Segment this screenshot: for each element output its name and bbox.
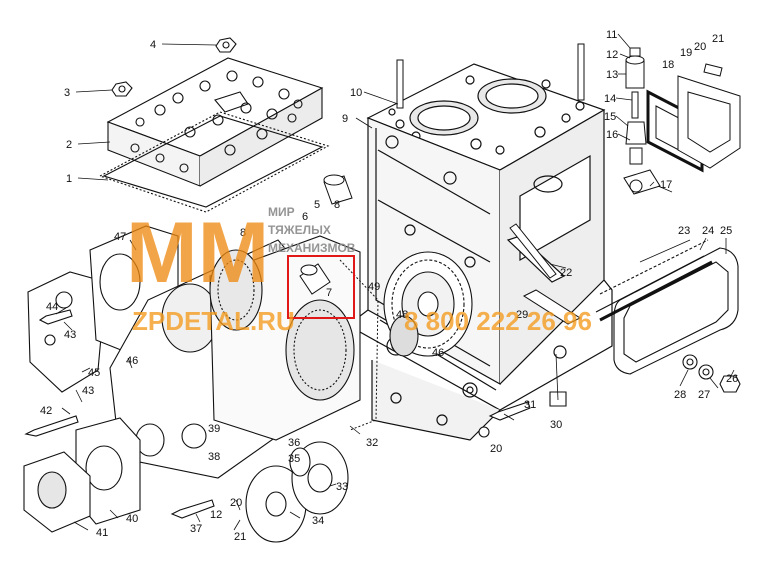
- callout-3: 3: [64, 87, 70, 99]
- logo-line-2: ТЯЖЕЛЫХ: [268, 223, 331, 237]
- gasket-32: [339, 259, 379, 431]
- callout-26: 26: [726, 373, 738, 385]
- callout-15: 15: [604, 111, 616, 123]
- callout-29: 29: [516, 309, 528, 321]
- callout-25: 25: [720, 225, 732, 237]
- side-cover: [595, 239, 739, 375]
- front-cover-plates: [27, 225, 361, 479]
- callout-47: 47: [114, 231, 126, 243]
- lower-parts: [23, 309, 741, 543]
- leader-lines: [55, 33, 735, 531]
- callout-20-c: 20: [490, 443, 502, 455]
- callout-18: 18: [662, 59, 674, 71]
- callout-16: 16: [606, 129, 618, 141]
- fitting-5: [323, 174, 353, 205]
- callout-40: 40: [126, 513, 138, 525]
- push-rod: [509, 223, 582, 325]
- callout-42: 42: [40, 405, 52, 417]
- callout-38: 38: [208, 451, 220, 463]
- callout-8: 8: [334, 199, 340, 211]
- callout-5: 5: [314, 199, 320, 211]
- callout-19: 19: [680, 47, 692, 59]
- callout-13: 13: [606, 69, 618, 81]
- callout-35: 35: [288, 453, 300, 465]
- callout-labels: 1 2 3 4 5 6 7 8 8 9 10 11 12 12 13 14 15…: [40, 29, 738, 543]
- watermark-phone: 8 800 222 26 96: [404, 306, 592, 336]
- callout-14: 14: [604, 93, 616, 105]
- callout-2: 2: [66, 139, 72, 151]
- callout-37: 37: [190, 523, 202, 535]
- callout-39: 39: [208, 423, 220, 435]
- callout-43-b: 43: [82, 385, 94, 397]
- callout-45: 45: [88, 367, 100, 379]
- callout-7: 7: [326, 287, 332, 299]
- callout-12-b: 12: [210, 509, 222, 521]
- callout-44: 44: [46, 301, 58, 313]
- watermark-site: ZPDETAL.RU: [132, 306, 295, 336]
- callout-49: 49: [368, 281, 380, 293]
- nut-parts: [111, 37, 237, 97]
- callout-8-b: 8: [240, 227, 246, 239]
- callout-32: 32: [366, 437, 378, 449]
- highlighted-part-7: [299, 263, 331, 295]
- block-studs: [396, 43, 585, 109]
- callout-1: 1: [66, 173, 72, 185]
- timing-gear: [383, 251, 473, 357]
- cylinder-block: [359, 63, 613, 441]
- callout-12: 12: [606, 49, 618, 61]
- callout-6: 6: [302, 211, 308, 223]
- right-small-parts: [623, 47, 741, 195]
- callout-20: 20: [694, 41, 706, 53]
- callout-46: 46: [126, 355, 138, 367]
- callout-43: 43: [64, 329, 76, 341]
- callout-34: 34: [312, 515, 324, 527]
- logo-line-1: МИР: [268, 205, 295, 219]
- callout-21-b: 21: [234, 531, 246, 543]
- callout-9: 9: [342, 113, 348, 125]
- callout-28: 28: [674, 389, 686, 401]
- callout-41: 41: [96, 527, 108, 539]
- logo-line-3: МЕХАНИЗМОВ: [268, 241, 356, 255]
- callout-24: 24: [702, 225, 714, 237]
- callout-36: 36: [288, 437, 300, 449]
- watermark-logo: MM МИР ТЯЖЕЛЫХ МЕХАНИЗМОВ: [126, 205, 356, 301]
- callout-22: 22: [560, 267, 572, 279]
- callout-20-b: 20: [230, 497, 242, 509]
- callout-46-b: 46: [432, 347, 444, 359]
- callout-10: 10: [350, 87, 362, 99]
- callout-30: 30: [550, 419, 562, 431]
- logo-initials: MM: [126, 205, 269, 301]
- callout-27: 27: [698, 389, 710, 401]
- callout-11: 11: [606, 29, 617, 41]
- highlight-box: [287, 255, 355, 319]
- callout-48: 48: [396, 309, 408, 321]
- callout-4: 4: [150, 39, 156, 51]
- callout-21: 21: [712, 33, 724, 45]
- callout-23: 23: [678, 225, 690, 237]
- callout-33: 33: [336, 481, 348, 493]
- callout-31: 31: [524, 399, 536, 411]
- callout-17: 17: [660, 179, 672, 191]
- watermark-band: ZPDETAL.RU 8 800 222 26 96: [132, 306, 592, 336]
- cylinder-head: [98, 57, 330, 213]
